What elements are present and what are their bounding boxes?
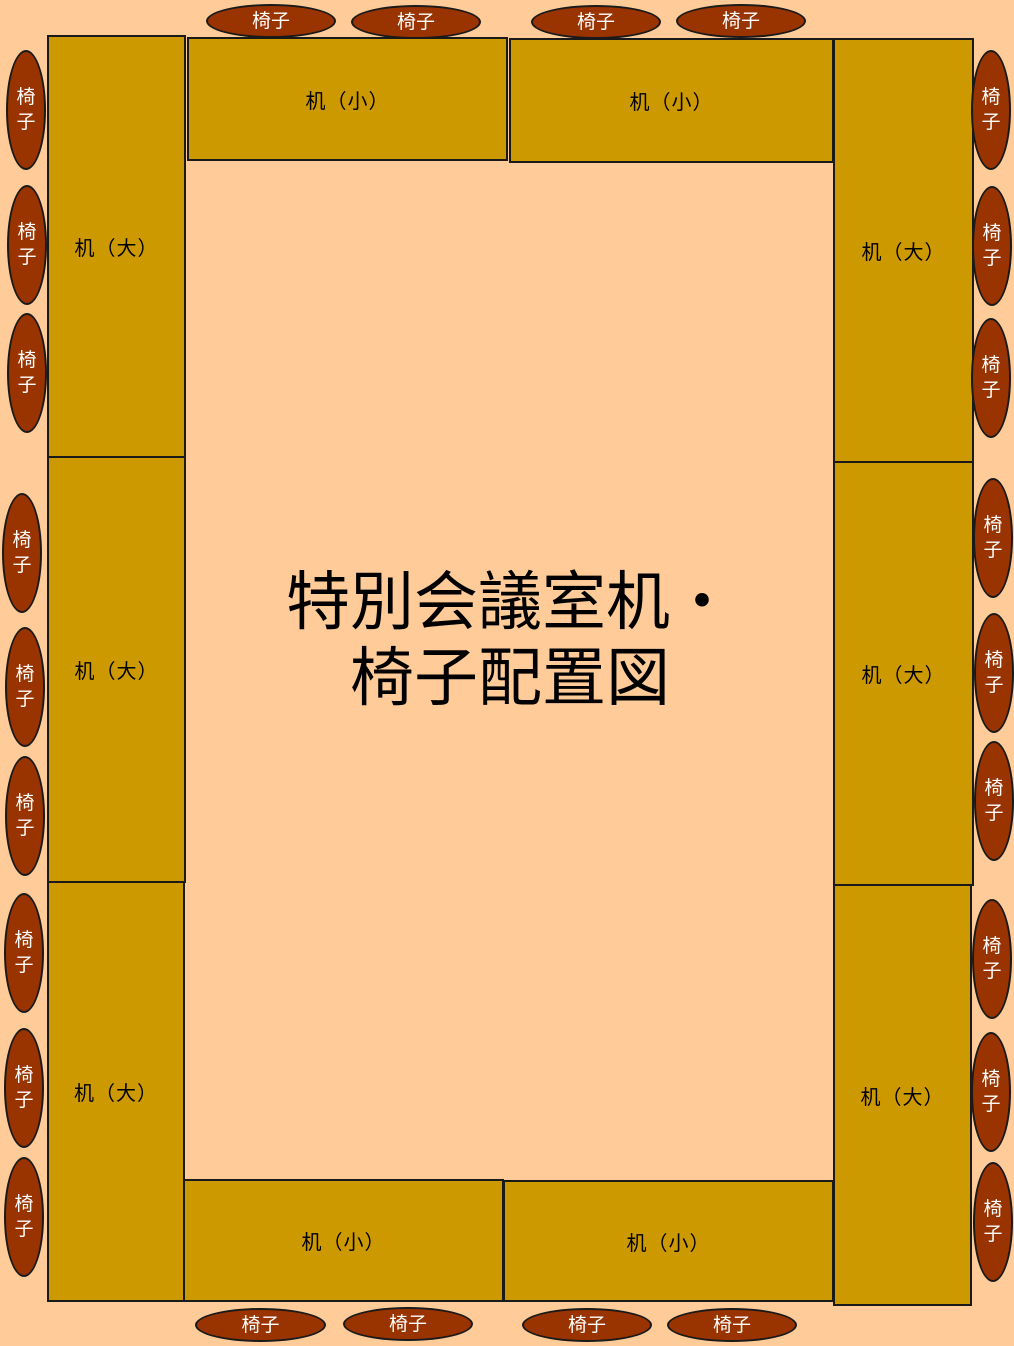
chair-top-3: 椅子 xyxy=(531,5,661,39)
chair-label: 椅子 xyxy=(17,221,37,268)
chair-label: 椅子 xyxy=(396,10,435,33)
chair-left-4: 椅子 xyxy=(2,493,42,613)
chair-label: 椅子 xyxy=(567,1313,606,1336)
chair-label: 椅子 xyxy=(241,1313,280,1336)
chair-label: 椅子 xyxy=(712,1313,751,1336)
chair-label: 椅子 xyxy=(983,1198,1003,1245)
title-line-2: 椅子配置図 xyxy=(350,642,670,716)
chair-right-2: 椅子 xyxy=(972,186,1012,306)
chair-label: 椅子 xyxy=(14,1064,34,1111)
chair-label: 椅子 xyxy=(576,10,615,33)
chair-top-1: 椅子 xyxy=(206,4,336,38)
chair-label: 椅子 xyxy=(12,529,32,576)
chair-left-9: 椅子 xyxy=(4,1157,44,1277)
title-line-1: 特別会議室机・ xyxy=(286,566,734,640)
small-desk-top-right: 机（小） xyxy=(509,38,834,163)
large-desk-left-3: 机（大） xyxy=(47,881,185,1302)
small-desk-bottom-left: 机（小） xyxy=(183,1179,504,1302)
chair-right-9: 椅子 xyxy=(973,1162,1013,1282)
chair-left-2: 椅子 xyxy=(7,185,47,305)
chair-label: 椅子 xyxy=(981,1068,1001,1115)
chair-label: 椅子 xyxy=(981,86,1001,133)
chair-label: 椅子 xyxy=(251,9,290,32)
chair-label: 椅子 xyxy=(388,1312,427,1335)
small-desk-bottom-right: 机（小） xyxy=(503,1180,834,1302)
large-desk-right-2: 机（大） xyxy=(833,461,974,886)
chair-bottom-3: 椅子 xyxy=(522,1308,652,1342)
chair-label: 椅子 xyxy=(16,86,36,133)
chair-label: 椅子 xyxy=(982,935,1002,982)
large-desk-right-1: 机（大） xyxy=(833,38,974,463)
chair-bottom-1: 椅子 xyxy=(195,1308,326,1342)
chair-left-5: 椅子 xyxy=(5,627,45,747)
chair-label: 椅子 xyxy=(983,514,1003,561)
chair-label: 椅子 xyxy=(14,929,34,976)
diagram-title: 特別会議室机・ 椅子配置図 xyxy=(230,565,790,717)
chair-bottom-4: 椅子 xyxy=(667,1308,797,1342)
chair-left-8: 椅子 xyxy=(4,1028,44,1148)
chair-right-1: 椅子 xyxy=(971,50,1011,170)
chair-top-2: 椅子 xyxy=(351,5,481,39)
chair-bottom-2: 椅子 xyxy=(343,1307,473,1341)
chair-left-1: 椅子 xyxy=(6,50,46,170)
chair-label: 椅子 xyxy=(15,792,35,839)
chair-right-4: 椅子 xyxy=(973,478,1013,598)
chair-label: 椅子 xyxy=(721,9,760,32)
chair-label: 椅子 xyxy=(984,777,1004,824)
chair-label: 椅子 xyxy=(984,649,1004,696)
large-desk-left-1: 机（大） xyxy=(47,35,186,458)
chair-top-4: 椅子 xyxy=(676,4,806,38)
chair-label: 椅子 xyxy=(14,1193,34,1240)
chair-label: 椅子 xyxy=(981,354,1001,401)
chair-label: 椅子 xyxy=(982,222,1002,269)
chair-label: 椅子 xyxy=(15,663,35,710)
chair-right-8: 椅子 xyxy=(971,1032,1011,1152)
chair-left-3: 椅子 xyxy=(7,313,47,433)
chair-left-7: 椅子 xyxy=(4,893,44,1013)
chair-right-6: 椅子 xyxy=(974,741,1014,861)
chair-right-3: 椅子 xyxy=(971,318,1011,438)
large-desk-left-2: 机（大） xyxy=(47,456,186,883)
large-desk-right-3: 机（大） xyxy=(833,884,972,1306)
chair-right-5: 椅子 xyxy=(974,613,1014,733)
small-desk-top-left: 机（小） xyxy=(187,37,508,161)
chair-label: 椅子 xyxy=(17,349,37,396)
chair-right-7: 椅子 xyxy=(972,899,1012,1019)
chair-left-6: 椅子 xyxy=(5,756,45,876)
